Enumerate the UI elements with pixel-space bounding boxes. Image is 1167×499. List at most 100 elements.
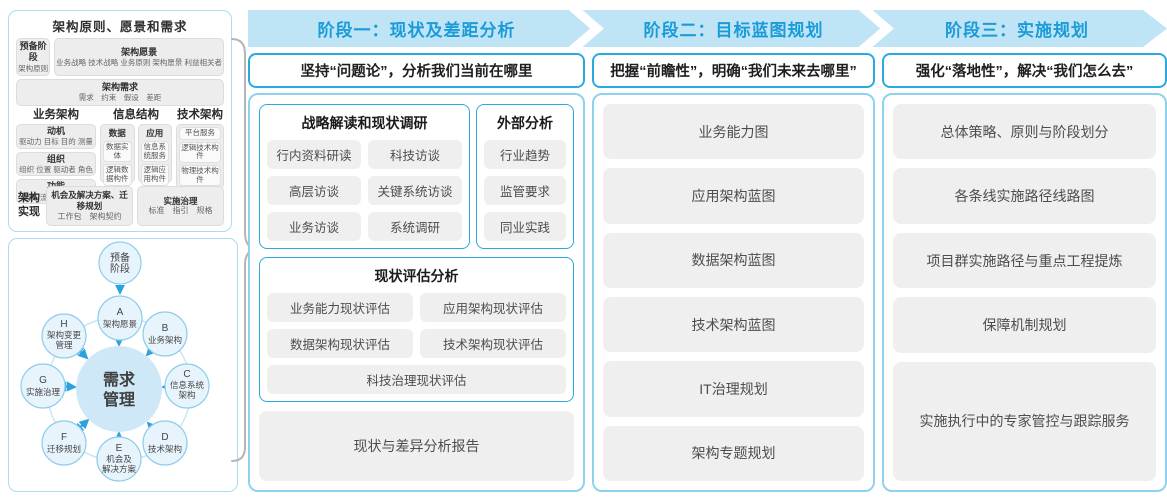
- adm-d-label: 技术架构: [148, 444, 182, 454]
- stage-arrow-band: [248, 10, 1167, 47]
- adm-b-label: 业务架构: [148, 335, 182, 345]
- technology-architecture-section: 技术架构 平台服务 逻辑技术构件 物理技术构件: [176, 108, 224, 190]
- adm-e-label2: 解决方案: [102, 464, 137, 474]
- strategy-research-group: 战略解读和现状调研 行内资料研读 科技访谈 高层访谈 关键系统访谈 业务访谈 系…: [259, 104, 470, 249]
- adm-h-letter: H: [60, 319, 67, 330]
- application-column: 应用 信息系统服务 逻辑应用构件 物理应用构件: [137, 124, 172, 209]
- prep-phase-box: 预备阶段 架构原则: [16, 38, 51, 76]
- architecture-realization-label: 架构实现: [18, 192, 40, 218]
- stage2-item: 业务能力图: [603, 104, 864, 160]
- data-column-head: 数据: [108, 128, 126, 139]
- prep-title: 预备阶段: [19, 41, 47, 63]
- external-item: 同业实践: [484, 212, 566, 241]
- adm-a-label: 架构愿景: [103, 319, 137, 329]
- adm-h-label2: 管理: [55, 340, 73, 350]
- application-item: 信息系统服务: [140, 141, 169, 163]
- stage2-item: 数据架构蓝图: [603, 232, 864, 288]
- implementation-governance-sub: 标准 指引 规格: [148, 206, 213, 216]
- stage3-item: 实施执行中的专家管控与跟踪服务: [893, 361, 1156, 482]
- architecture-content-panel: 架构原则、愿景和需求 预备阶段 架构原则 架构愿景 业务战略 技术战略 业务原则…: [8, 10, 232, 232]
- biz-item-title: 动机: [46, 126, 65, 137]
- assessment-item: 科技治理现状评估: [267, 365, 566, 394]
- biz-item-sub: 组织 位置 驱动者 角色: [19, 165, 93, 175]
- adm-prep-line1: 预备: [110, 251, 130, 264]
- external-analysis-title: 外部分析: [497, 115, 553, 131]
- stage2-item: 架构专题规划: [603, 425, 864, 481]
- stage2-item: 应用架构蓝图: [603, 168, 864, 224]
- information-structure-title: 信息结构: [113, 108, 159, 121]
- gap-analysis-report-box: 现状与差异分析报告: [259, 411, 574, 481]
- adm-f-letter: F: [61, 432, 67, 443]
- biz-item-title: 组织: [46, 153, 65, 164]
- adm-a-letter: A: [117, 307, 124, 318]
- adm-g-letter: G: [39, 375, 47, 386]
- application-column-head: 应用: [146, 128, 164, 139]
- stage3-header: 阶段三：实施规划: [945, 21, 1089, 40]
- adm-b-letter: B: [162, 323, 169, 334]
- data-item: 数据实体: [103, 141, 132, 163]
- technology-item: 平台服务: [179, 127, 221, 140]
- adm-node-a: A 架构愿景: [97, 295, 143, 341]
- stage3-subtitle: 强化“落地性”，解决“我们怎么去”: [882, 53, 1167, 88]
- prep-sub: 架构原则: [18, 63, 49, 73]
- adm-node-e: E 机会及 解决方案: [96, 436, 142, 482]
- adm-e-label: 机会及: [106, 454, 132, 464]
- external-item: 行业趋势: [484, 140, 566, 169]
- adm-cycle-panel: 预备 阶段 A 架构愿景 B 业务架构 C 信息系统 架构 D: [8, 238, 238, 492]
- adm-center-line2: 管理: [103, 390, 135, 409]
- opportunities-migration-title: 机会及解决方案、迁移规划: [51, 190, 128, 211]
- biz-motivation-box: 动机 驱动力 目标 目的 测量: [16, 124, 96, 149]
- adm-node-b: B 业务架构: [142, 311, 188, 357]
- assessment-item: 业务能力现状评估: [267, 293, 413, 322]
- business-architecture-title: 业务架构: [33, 108, 79, 121]
- architecture-realization-row: 架构实现 机会及解决方案、迁移规划 工作包 架构契约 实施治理 标准 指引 规格: [16, 186, 224, 226]
- stage1-header: 阶段一：现状及差距分析: [317, 21, 516, 40]
- technology-column: 平台服务 逻辑技术构件 物理技术构件: [176, 124, 224, 190]
- external-analysis-group: 外部分析 行业趋势 监管要求 同业实践: [476, 104, 574, 249]
- strategy-item: 科技访谈: [368, 140, 462, 169]
- external-item: 监管要求: [484, 176, 566, 205]
- adm-h-label: 架构变更: [47, 330, 82, 340]
- assessment-item: 技术架构现状评估: [420, 329, 566, 358]
- data-column: 数据 数据实体 逻辑数据构件 物理数据构件: [100, 124, 135, 209]
- stage2-column: 业务能力图 应用架构蓝图 数据架构蓝图 技术架构蓝图 IT治理规划 架构专题规划: [592, 93, 875, 492]
- strategy-item: 行内资料研读: [267, 140, 361, 169]
- data-item: 逻辑数据构件: [103, 164, 132, 186]
- assessment-item: 应用架构现状评估: [420, 293, 566, 322]
- implementation-governance-title: 实施治理: [163, 195, 198, 206]
- opportunities-migration-sub: 工作包 架构契约: [57, 211, 122, 221]
- adm-g-label: 实施治理: [26, 387, 61, 397]
- requirements-title: 架构需求: [101, 81, 138, 92]
- stage2-item: IT治理规划: [603, 361, 864, 417]
- assessment-title: 现状评估分析: [374, 268, 459, 284]
- adm-c-letter: C: [183, 369, 190, 380]
- stage2-item: 技术架构蓝图: [603, 296, 864, 353]
- biz-organization-box: 组织 组织 位置 驱动者 角色: [16, 151, 96, 177]
- stage3-item: 总体策略、原则与阶段划分: [893, 104, 1156, 160]
- adm-node-prep: 预备 阶段: [98, 241, 142, 285]
- stage3-item: 保障机制规划: [893, 297, 1156, 353]
- stage1-column: 战略解读和现状调研 行内资料研读 科技访谈 高层访谈 关键系统访谈 业务访谈 系…: [248, 93, 585, 492]
- stage3-item: 项目群实施路径与重点工程提炼: [893, 232, 1156, 289]
- technology-architecture-title: 技术架构: [177, 108, 223, 121]
- technology-item: 逻辑技术构件: [179, 141, 221, 164]
- business-architecture-section: 业务架构 动机 驱动力 目标 目的 测量 组织 组织 位置 驱动者 角色 功能 …: [16, 108, 96, 205]
- stage3-item: 各条线实施路径线路图: [893, 168, 1156, 224]
- requirements-box: 架构需求 需求 约束 假设 差距: [16, 78, 224, 106]
- panel-title: 架构原则、愿景和需求: [52, 20, 188, 34]
- application-item: 逻辑应用构件: [140, 164, 169, 186]
- adm-node-g: G 实施治理: [20, 363, 66, 409]
- adm-d-letter: D: [161, 432, 168, 443]
- assessment-item: 数据架构现状评估: [267, 329, 413, 358]
- adm-node-f: F 迁移规划: [41, 420, 87, 466]
- adm-center-requirements-management: 需求 管理: [76, 346, 162, 432]
- adm-f-label: 迁移规划: [47, 444, 81, 454]
- implementation-governance-box: 实施治理 标准 指引 规格: [137, 186, 224, 226]
- stage2-header: 阶段二：目标蓝图规划: [643, 21, 824, 40]
- vision-box: 架构愿景 业务战略 技术战略 业务原则 架构愿景 利益相关者: [54, 38, 224, 76]
- strategy-item: 高层访谈: [267, 176, 361, 205]
- stage2-subtitle: 把握“前瞻性”，明确“我们未来去哪里”: [592, 53, 875, 88]
- biz-item-sub: 驱动力 目标 目的 测量: [19, 137, 93, 147]
- strategy-research-title: 战略解读和现状调研: [301, 115, 428, 131]
